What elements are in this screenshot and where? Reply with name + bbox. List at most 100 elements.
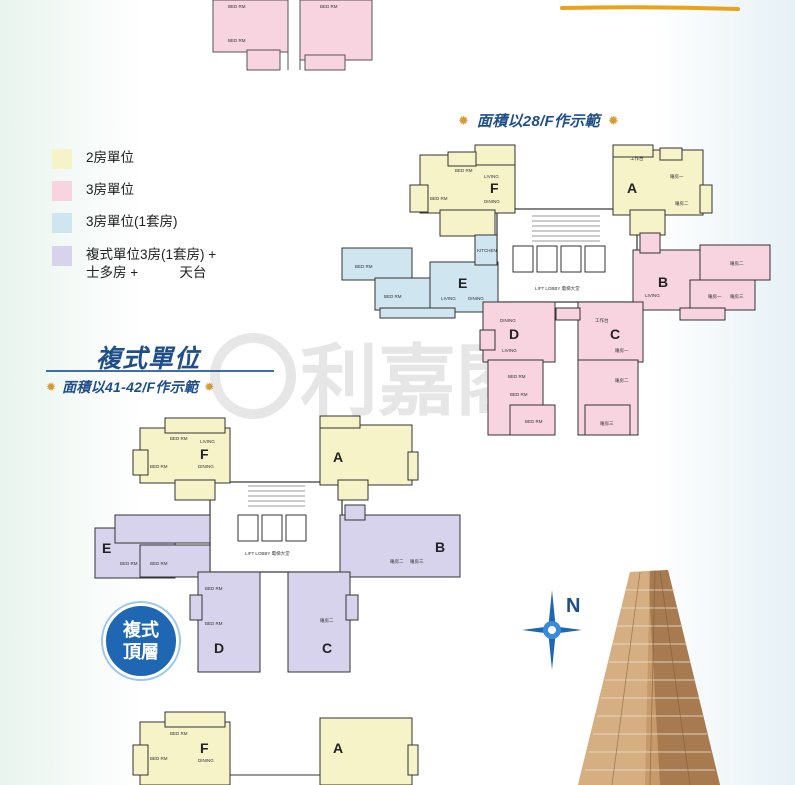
lift-shaft (285, 514, 307, 542)
legend-swatch (52, 149, 72, 169)
staircase (532, 215, 600, 242)
legend-swatch (52, 213, 72, 233)
svg-text:D: D (214, 640, 224, 656)
svg-text:BED RM: BED RM (320, 4, 338, 9)
svg-text:D: D (509, 326, 519, 342)
svg-text:B: B (435, 539, 445, 555)
legend-label: 複式單位3房(1套房) + (86, 247, 217, 262)
lift-shaft (584, 245, 606, 273)
svg-text:A: A (627, 180, 637, 196)
svg-text:LIVING: LIVING (645, 293, 660, 298)
compass-north-label: N (566, 595, 580, 617)
unit-c-28f: 工作台 睡房一 睡房二 睡房三 C (555, 301, 644, 436)
svg-text:DINING: DINING (484, 199, 500, 204)
plan-28f: LIFT LOBBY 電梯大堂 BED RM BED RM LIVING DIN… (341, 144, 771, 436)
duplex-caption: ✹ 面積以41-42/F作示範 ✹ (46, 377, 214, 397)
svg-text:BED RM: BED RM (170, 436, 188, 441)
svg-text:B: B (658, 274, 668, 290)
plan28-caption: ✹ 面積以28/F作示範 ✹ (458, 110, 619, 131)
ornament-icon: ✹ (607, 112, 619, 128)
svg-text:睡房二: 睡房二 (320, 617, 334, 624)
lift-shaft (512, 245, 534, 273)
unit-c-duplex: 睡房二 C (287, 571, 359, 673)
brush-stroke (560, 5, 740, 11)
svg-text:睡房二: 睡房二 (390, 558, 404, 565)
svg-text:BED RM: BED RM (150, 561, 168, 566)
svg-text:BED RM: BED RM (455, 168, 473, 173)
svg-text:睡房三: 睡房三 (730, 293, 744, 300)
svg-text:LIVING: LIVING (502, 348, 517, 353)
unit-d-duplex: BED RM BED RM D (189, 571, 261, 673)
svg-text:E: E (458, 275, 467, 291)
bottom-cropped-plan: BED RM BED RM DINING F A (132, 711, 419, 785)
unit-e-duplex: BED RM BED RM E (94, 514, 211, 579)
badge-line2: 頂層 (123, 642, 159, 662)
svg-text:LIVING: LIVING (441, 296, 456, 301)
svg-text:工作台: 工作台 (595, 317, 609, 324)
lift-lobby-label: LIFT LOBBY 電梯大堂 (535, 285, 580, 292)
svg-text:BED RM: BED RM (205, 586, 223, 591)
svg-text:睡房一: 睡房一 (708, 293, 722, 300)
svg-text:工作台: 工作台 (630, 155, 644, 162)
staircase (248, 485, 305, 507)
plan-duplex: LIFT LOBBY 電梯大堂 BED RM BED RM LIVING DIN… (94, 415, 461, 673)
ornament-icon: ✹ (204, 380, 215, 394)
svg-text:睡房一: 睡房一 (615, 347, 629, 354)
svg-text:BED RM: BED RM (205, 621, 223, 626)
unit-b-28f: LIVING 睡房一 睡房三 睡房二 B (632, 232, 771, 321)
svg-text:BED RM: BED RM (150, 464, 168, 469)
duplex-top-floor-badge: 複式 頂層 (103, 603, 179, 679)
svg-text:F: F (200, 740, 209, 756)
svg-text:BED RM: BED RM (384, 294, 402, 299)
svg-text:DINING: DINING (500, 318, 516, 323)
svg-text:F: F (200, 446, 209, 462)
svg-text:BED RM: BED RM (508, 374, 526, 379)
legend-item-3room: 3房單位 (52, 181, 134, 201)
svg-text:BED RM: BED RM (170, 731, 188, 736)
unit-e-28f: BED RM BED RM LIVING DINING KITCHEN E (341, 234, 499, 319)
svg-text:睡房三: 睡房三 (410, 558, 424, 565)
lift-lobby-label: LIFT LOBBY 電梯大堂 (245, 550, 290, 557)
svg-text:C: C (610, 326, 620, 342)
svg-text:BED RM: BED RM (430, 196, 448, 201)
svg-text:C: C (322, 640, 332, 656)
unit-a-28f: 工作台 睡房一 睡房二 A (612, 144, 713, 236)
svg-text:BED RM: BED RM (355, 264, 373, 269)
compass-icon: N (522, 590, 582, 670)
legend-item-duplex: 複式單位3房(1套房) + 士多房 + 天台 (52, 246, 216, 282)
svg-text:LIVING: LIVING (200, 439, 215, 444)
unit-f-28f: BED RM BED RM LIVING DINING F (409, 144, 516, 237)
svg-text:BED RM: BED RM (150, 756, 168, 761)
top-cropped-plan: BED RM BED RM BED RM (212, 0, 373, 71)
duplex-title-underline (46, 370, 274, 372)
svg-text:睡房二: 睡房二 (730, 260, 744, 267)
legend-swatch (52, 246, 72, 266)
svg-text:DINING: DINING (468, 296, 484, 301)
svg-text:BED RM: BED RM (228, 4, 246, 9)
svg-text:睡房一: 睡房一 (670, 173, 684, 180)
lift-shaft (560, 245, 582, 273)
unit-b-duplex: 睡房二 睡房三 B (339, 504, 461, 578)
duplex-title: 複式單位 (96, 345, 201, 373)
lift-shaft (536, 245, 558, 273)
svg-text:睡房二: 睡房二 (675, 200, 689, 207)
lift-shaft (237, 514, 259, 542)
svg-text:KITCHEN: KITCHEN (477, 248, 497, 253)
svg-text:A: A (333, 740, 343, 756)
lift-shaft (261, 514, 283, 542)
svg-text:BED RM: BED RM (510, 392, 528, 397)
svg-text:睡房二: 睡房二 (615, 377, 629, 384)
unit-f-duplex: BED RM BED RM LIVING DINING F (132, 417, 231, 501)
legend-swatch (52, 181, 72, 201)
badge-line1: 複式 (123, 620, 159, 640)
svg-text:LIVING: LIVING (484, 174, 499, 179)
legend-label: 2房單位 (86, 150, 135, 165)
svg-text:DINING: DINING (198, 758, 214, 763)
tower-illustration (578, 570, 720, 785)
svg-text:BED RM: BED RM (228, 38, 246, 43)
svg-text:睡房三: 睡房三 (600, 420, 614, 427)
legend-item-3room-ensuite: 3房單位(1套房) (52, 213, 178, 233)
legend-item-2room: 2房單位 (52, 149, 134, 169)
ornament-icon: ✹ (458, 112, 469, 128)
